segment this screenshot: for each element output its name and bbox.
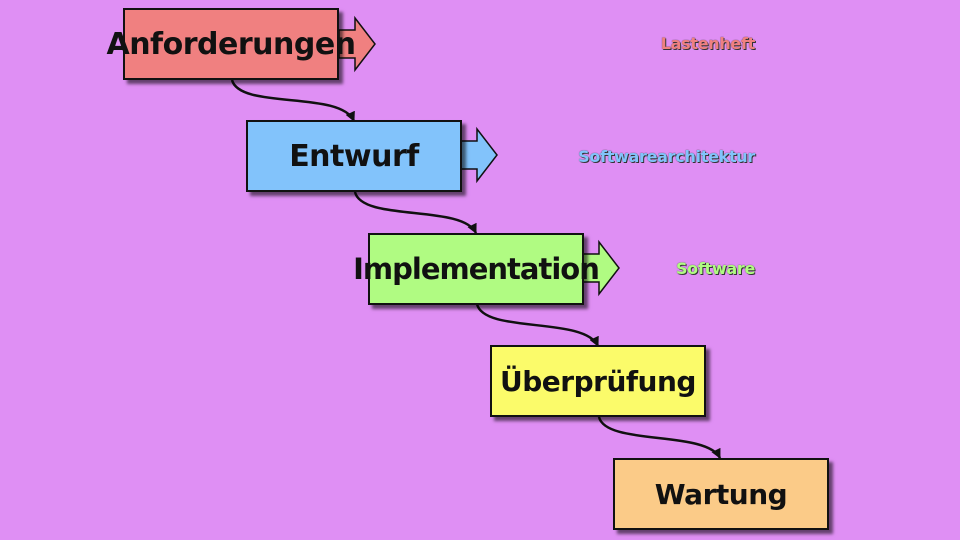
stage-ueberpruefung-label: Überprüfung <box>500 364 696 398</box>
stage-implementation: Implementation <box>353 233 600 305</box>
deliverable-softwarearchitektur: Softwarearchitektur <box>578 147 755 166</box>
connector-implementation-ueberpruefung <box>475 303 600 347</box>
stage-entwurf-label: Entwurf <box>289 138 419 174</box>
stage-entwurf: Entwurf <box>246 120 462 192</box>
connector-ueberpruefung-wartung <box>597 416 722 459</box>
stage-wartung: Wartung <box>613 458 829 530</box>
deliverable-lastenheft: Lastenheft <box>660 34 756 53</box>
stage-ueberpruefung: Überprüfung <box>490 345 706 417</box>
connector-entwurf-implementation <box>353 191 478 234</box>
stage-implementation-label: Implementation <box>353 252 600 286</box>
output-arrow-anforderungen <box>338 15 376 73</box>
output-arrow-entwurf <box>460 126 498 184</box>
connector-anforderungen-entwurf <box>230 79 356 122</box>
stage-wartung-label: Wartung <box>654 477 788 511</box>
deliverable-software: Software <box>675 259 755 278</box>
stage-anforderungen: Anforderungen <box>106 8 356 80</box>
stage-anforderungen-label: Anforderungen <box>106 26 356 62</box>
output-arrow-implementation <box>582 239 620 297</box>
